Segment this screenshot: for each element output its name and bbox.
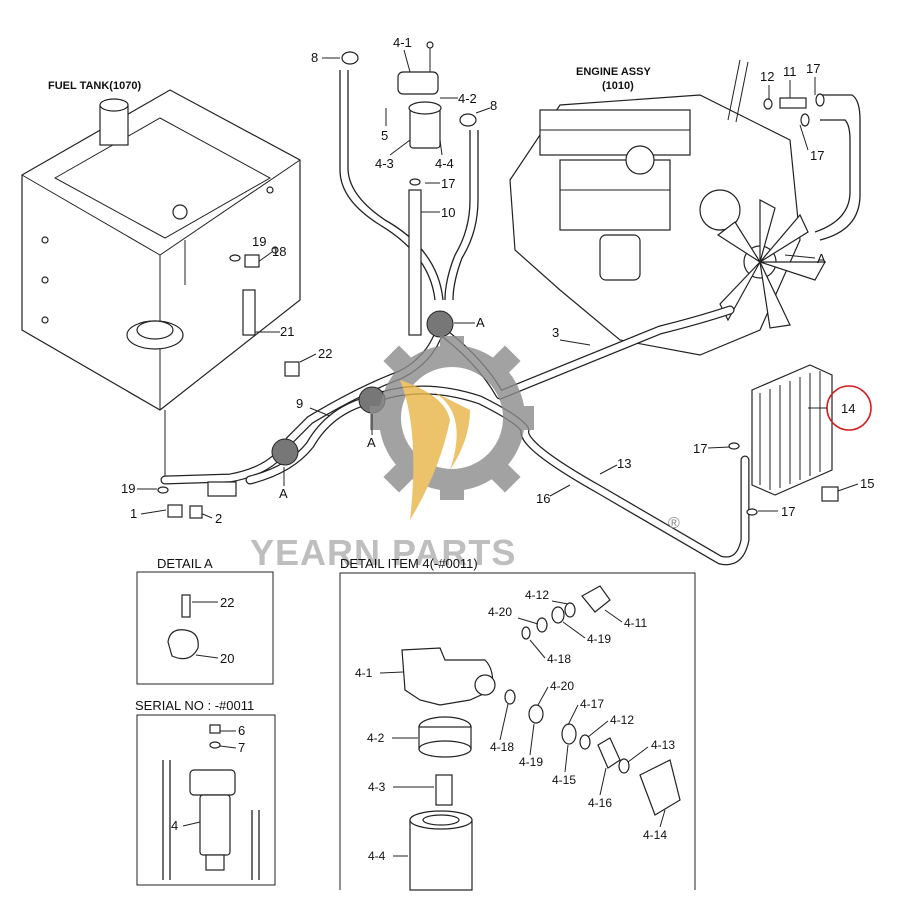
- serial-no-title: SERIAL NO : -#0011: [135, 698, 254, 713]
- callout-label: 4-17: [580, 697, 604, 711]
- callout-label: 4-4: [368, 849, 386, 863]
- detail-item4-box: 4-12 4-11 4-20 4-19 4-18 4-1 4-20 4-17 4…: [339, 572, 696, 891]
- hose-left-2: [347, 70, 444, 301]
- detail-a-box: 22 20: [136, 571, 274, 685]
- callout-label: 13: [617, 456, 631, 471]
- main-fittings: [157, 93, 839, 519]
- callout-label: 19: [252, 234, 266, 249]
- callout-label: 14: [841, 401, 855, 416]
- fuel-filter-assembly: [341, 41, 477, 149]
- callout-label: 5: [381, 128, 388, 143]
- callout-label: 4-18: [490, 740, 514, 754]
- callout-label: 9: [296, 396, 303, 411]
- callout-label: 6: [238, 723, 245, 738]
- callout-label: 18: [272, 244, 286, 259]
- serial-no-box: 6 7 4: [136, 714, 276, 886]
- callout-label: 17: [441, 176, 455, 191]
- callout-label: 4-18: [547, 652, 571, 666]
- callout-label: 4-11: [624, 616, 647, 630]
- hose-left: [339, 70, 436, 301]
- callout-label: 4-2: [458, 91, 477, 106]
- callout-label: 4-20: [550, 679, 574, 693]
- callout-label: 4-16: [588, 796, 612, 810]
- callout-label: 4-1: [355, 666, 373, 680]
- callout-label: 4-20: [488, 605, 512, 619]
- callout-label: 21: [280, 324, 294, 339]
- callout-label: A: [279, 486, 288, 501]
- callout-label: 4-19: [587, 632, 611, 646]
- callout-label: 4-12: [525, 588, 549, 602]
- return-hose: [819, 94, 861, 241]
- callout-label: 8: [490, 98, 497, 113]
- callout-label: 3: [552, 325, 559, 340]
- callout-label: A: [476, 315, 485, 330]
- callout-label: A: [367, 435, 376, 450]
- engine-title-line2: (1010): [602, 80, 634, 92]
- callout-label: 4-19: [519, 755, 543, 769]
- callout-label: 4-4: [435, 156, 454, 171]
- callout-label: A: [817, 251, 826, 266]
- callout-label: 17: [806, 61, 820, 76]
- detail-a-title: DETAIL A: [157, 556, 213, 571]
- watermark-registered: ®: [668, 515, 680, 532]
- engine-title-line1: ENGINE ASSY: [576, 66, 651, 78]
- callout-label: 22: [318, 346, 332, 361]
- yearn-parts-watermark: [370, 336, 534, 520]
- callout-label: 4-14: [643, 828, 667, 842]
- callout-label: 1: [130, 506, 137, 521]
- fuel-cooler: [751, 364, 833, 496]
- pipe-10: [408, 189, 422, 336]
- callout-label: 4-2: [367, 731, 385, 745]
- detail-item4-title: DETAIL ITEM 4(-#0011): [340, 556, 478, 571]
- engine-assembly: [509, 59, 827, 356]
- engine-fan: [716, 199, 827, 329]
- callout-label: 16: [536, 491, 550, 506]
- callout-label: 4-12: [610, 713, 634, 727]
- callout-label: 17: [781, 504, 795, 519]
- return-hose-2: [814, 119, 851, 233]
- callout-label: 4-15: [552, 773, 576, 787]
- callout-label: 20: [220, 651, 234, 666]
- callout-label: 17: [810, 148, 824, 163]
- callout-label: 8: [311, 50, 318, 65]
- callout-label: 4-3: [368, 780, 386, 794]
- callout-label: 11: [783, 64, 797, 79]
- callout-label: 10: [441, 205, 455, 220]
- callout-label: 7: [238, 740, 245, 755]
- callout-label: 2: [215, 511, 222, 526]
- callout-label: 19: [121, 481, 135, 496]
- callout-label: 4: [171, 818, 178, 833]
- fuel-tank-title: FUEL TANK(1070): [48, 80, 141, 92]
- main-callouts: 8 4-1 4-2 8 5 4-3 4-4 17 10 12 11 17 17 …: [121, 35, 874, 526]
- fuel-tank: [21, 89, 301, 480]
- callout-label: 4-13: [651, 738, 675, 752]
- callout-label: 22: [220, 595, 234, 610]
- callout-label: 4-1: [393, 35, 412, 50]
- callout-label: 12: [760, 69, 774, 84]
- callout-label: 15: [860, 476, 874, 491]
- watermark-text: YEARN PARTS: [250, 532, 516, 573]
- hose-right-2: [452, 130, 479, 301]
- callout-label: 17: [693, 441, 707, 456]
- hose-right: [444, 130, 471, 301]
- callout-label: 4-3: [375, 156, 394, 171]
